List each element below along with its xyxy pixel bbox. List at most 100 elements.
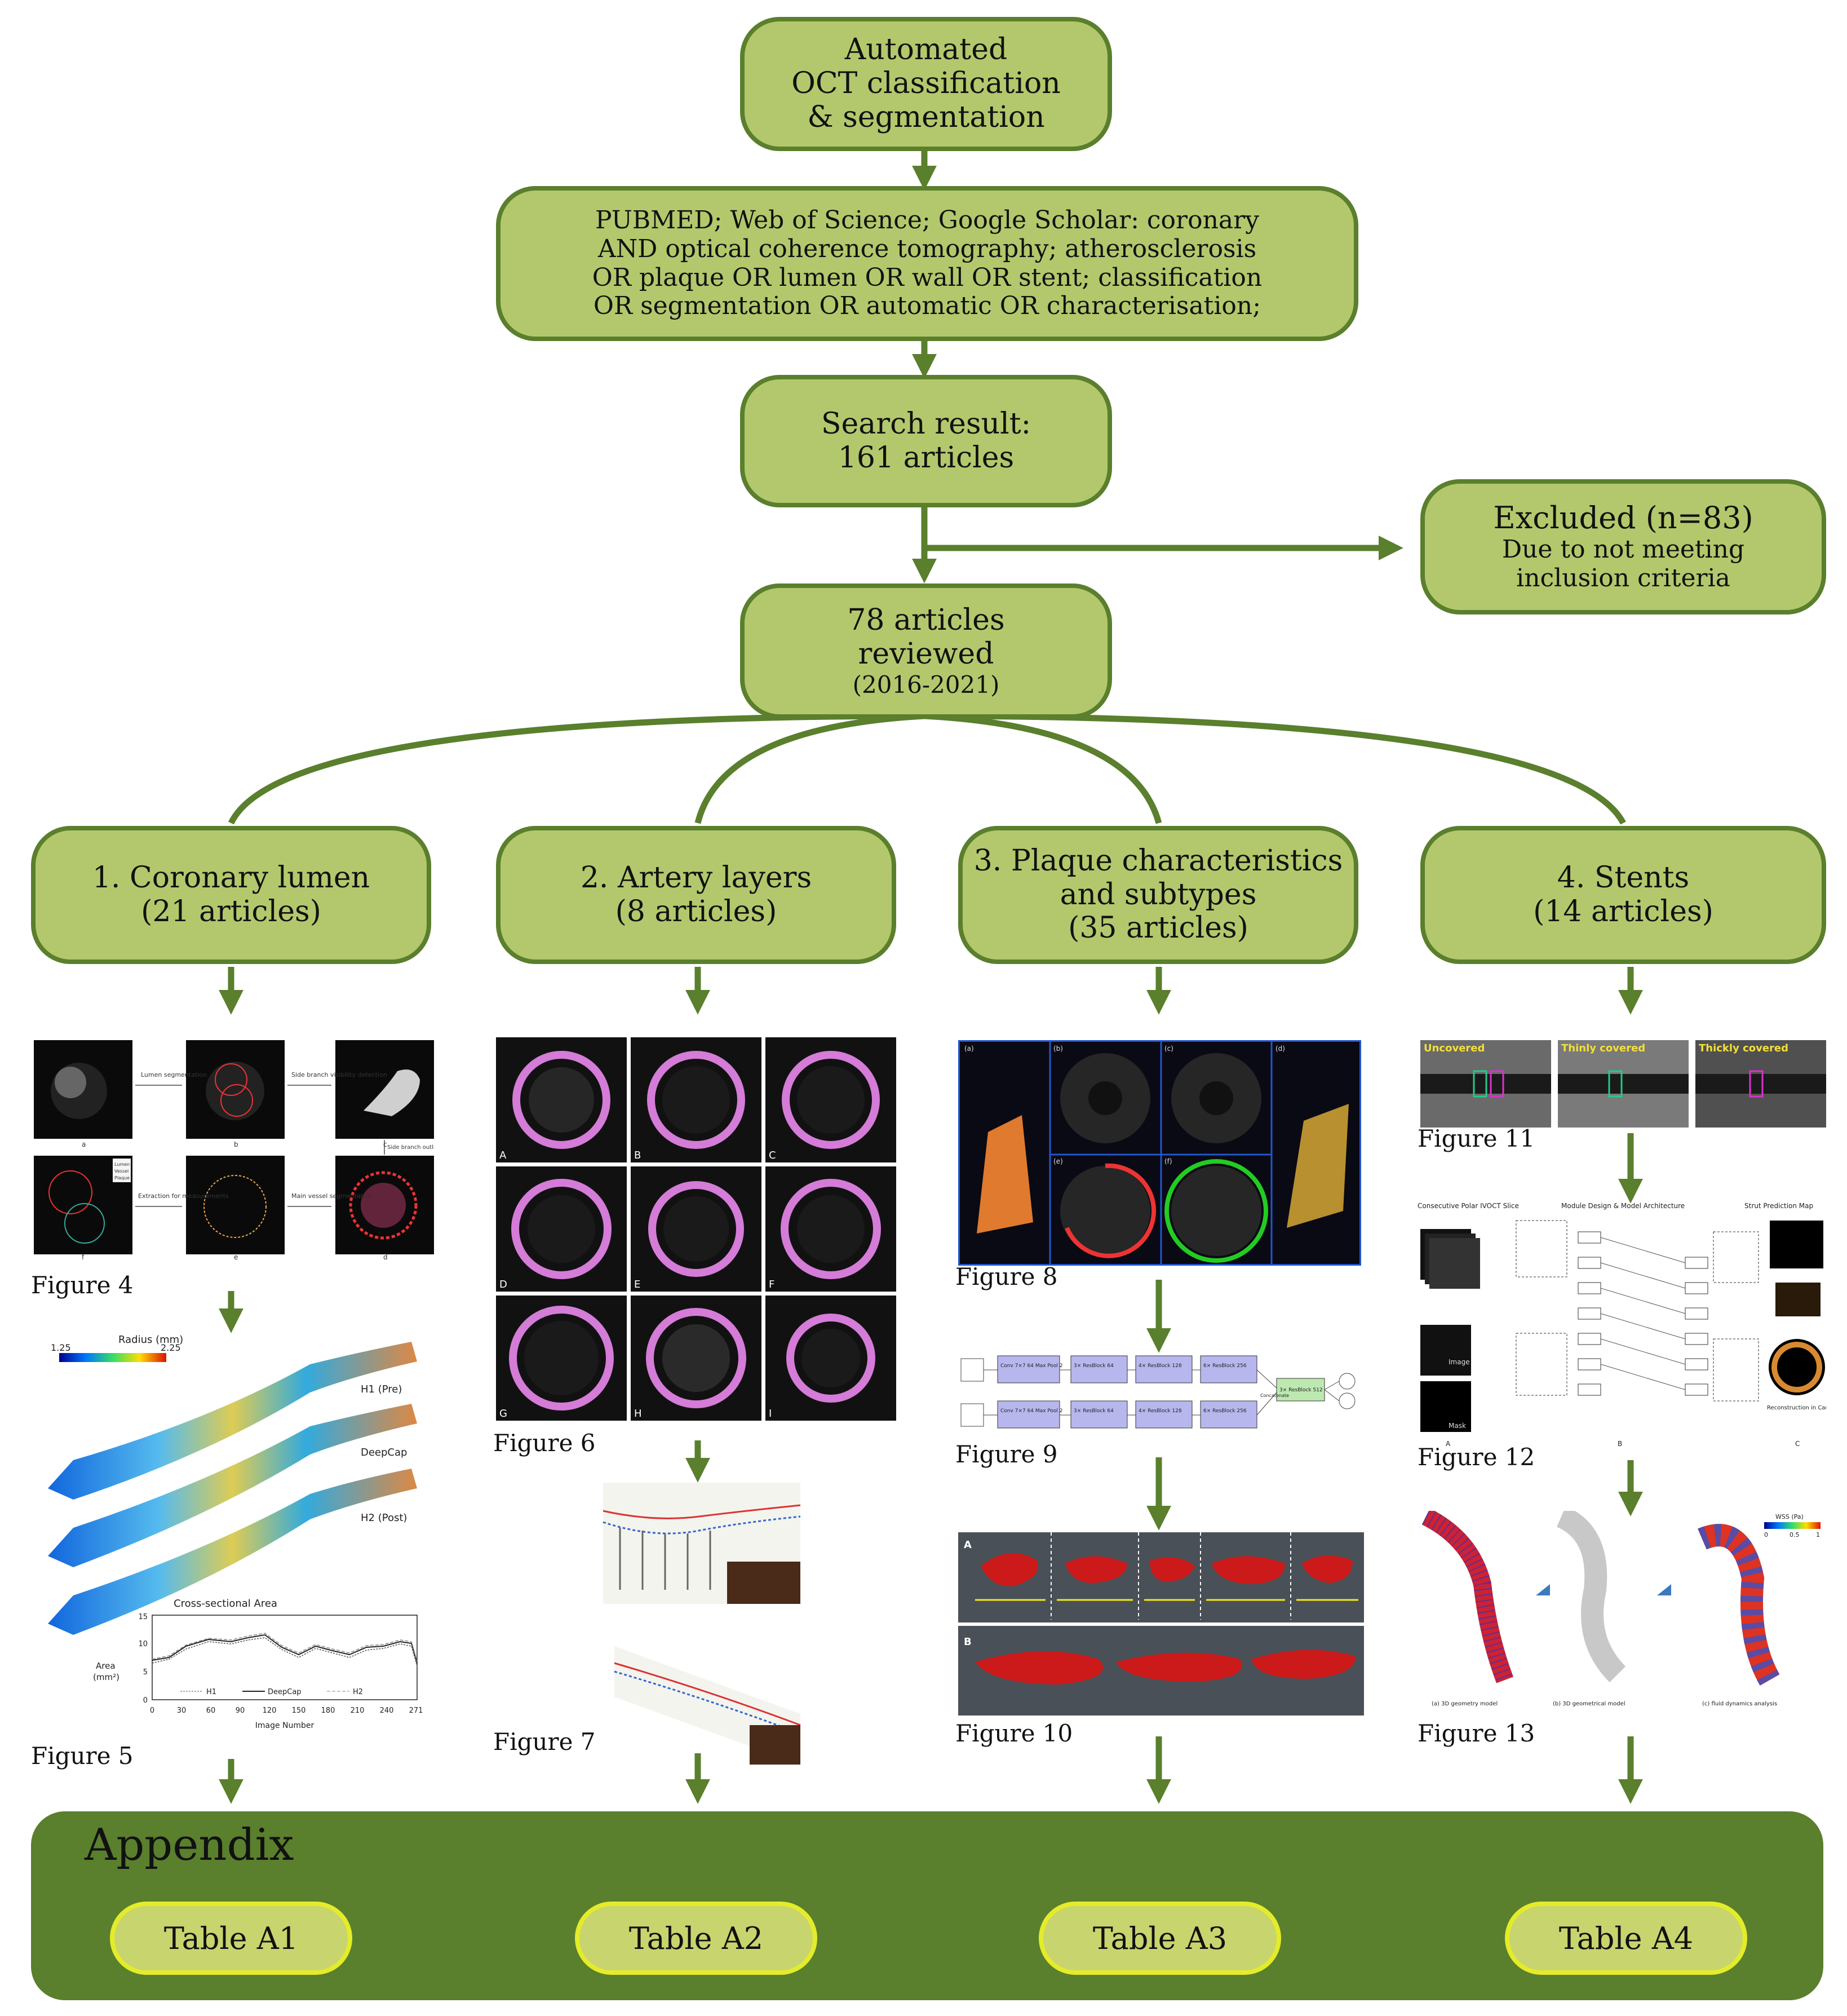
svg-text:Consecutive Polar IVOCT Slice: Consecutive Polar IVOCT Slice (1418, 1202, 1519, 1210)
svg-text:0: 0 (143, 1696, 148, 1705)
svg-text:DeepCap: DeepCap (268, 1688, 302, 1696)
svg-text:H: H (634, 1408, 642, 1420)
svg-text:1: 1 (1816, 1531, 1820, 1538)
svg-text:C: C (1795, 1440, 1800, 1448)
svg-text:(c): (c) (1164, 1045, 1173, 1053)
svg-text:2.25: 2.25 (161, 1342, 181, 1353)
svg-text:B: B (1618, 1440, 1622, 1448)
svg-text:6× ResBlock 256: 6× ResBlock 256 (1203, 1363, 1247, 1369)
svg-text:f: f (82, 1253, 85, 1260)
svg-text:240: 240 (380, 1706, 394, 1715)
fig5-plot-frame (152, 1615, 418, 1700)
svg-text:150: 150 (292, 1706, 306, 1715)
figure-11-caption: Figure 11 (1418, 1125, 1535, 1152)
fig11-label-uncovered: Uncovered (1424, 1042, 1485, 1054)
fig6-panel-i: I (765, 1296, 896, 1421)
category-artery-layers: 2. Artery layers (8 articles) (496, 826, 896, 964)
svg-text:F: F (769, 1279, 774, 1290)
svg-text:d: d (383, 1253, 388, 1260)
figure-13: WSS (Pa) 0 0.5 1 (a) 3D geometry model (… (1415, 1511, 1826, 1714)
figure-10-caption: Figure 10 (955, 1719, 1073, 1747)
figure-6: A B C D E F G H I (496, 1037, 896, 1421)
svg-text:4× ResBlock 128: 4× ResBlock 128 (1139, 1363, 1182, 1369)
svg-text:C: C (769, 1150, 776, 1161)
figure-4: Lumen segmentation Side branch visibilit… (31, 1037, 434, 1260)
svg-text:Strut Prediction Map: Strut Prediction Map (1744, 1202, 1813, 1210)
svg-text:30: 30 (177, 1706, 187, 1715)
svg-text:271: 271 (409, 1706, 423, 1715)
fig8-vessel-left (977, 1115, 1033, 1234)
svg-text:Lumen: Lumen (114, 1162, 130, 1167)
figure-12-caption: Figure 12 (1418, 1443, 1535, 1471)
figure-8-caption: Figure 8 (955, 1263, 1058, 1290)
svg-text:60: 60 (206, 1706, 216, 1715)
fig6-panel-f: F (765, 1166, 896, 1292)
top-box: Automated OCT classification & segmentat… (740, 17, 1112, 151)
figure-5: Radius (mm) 1.25 2.25 H1 (Pre) DeepCap H… (39, 1330, 434, 1736)
svg-text:6× ResBlock 256: 6× ResBlock 256 (1203, 1408, 1247, 1414)
figure-8-graphic: (a) (b) (c) (d) (e) (f) (964, 1042, 1349, 1264)
svg-text:H2: H2 (353, 1688, 363, 1696)
svg-text:3× ResBlock 64: 3× ResBlock 64 (1074, 1408, 1114, 1414)
figure-13-graphic: WSS (Pa) 0 0.5 1 (a) 3D geometry model (… (1421, 1511, 1821, 1707)
svg-text:(mm²): (mm²) (93, 1672, 119, 1682)
svg-text:(c) fluid dynamics analysis: (c) fluid dynamics analysis (1702, 1701, 1777, 1707)
figure-8: (a) (b) (c) (d) (e) (f) (958, 1040, 1361, 1266)
svg-text:I: I (769, 1408, 772, 1420)
fig11-label-thick: Thickly covered (1699, 1042, 1788, 1054)
fig6-panel-e: E (631, 1166, 761, 1292)
table-a3-pill[interactable]: Table A3 (1039, 1902, 1281, 1975)
figure-5-caption: Figure 5 (31, 1742, 134, 1770)
figure-5-graphic: Radius (mm) 1.25 2.25 H1 (Pre) DeepCap H… (48, 1334, 423, 1730)
figure-4-graphic: Lumen segmentation Side branch visibilit… (34, 1040, 434, 1260)
fig11-label-thin: Thinly covered (1561, 1042, 1645, 1054)
figure-12: Consecutive Polar IVOCT Slice Module Des… (1415, 1198, 1826, 1449)
svg-text:B: B (634, 1150, 641, 1161)
figure-11: Uncovered Thinly covered Thickly covered (1420, 1040, 1826, 1128)
table-a1-pill[interactable]: Table A1 (110, 1902, 352, 1975)
figure-4-caption: Figure 4 (31, 1271, 134, 1299)
fig5-colorbar-title: Radius (mm) (118, 1334, 183, 1346)
fig4-step-4: Main vessel segmentation (291, 1192, 373, 1200)
svg-text:Reconstruction in Cartesian: Reconstruction in Cartesian (1767, 1405, 1826, 1411)
svg-text:Image Number: Image Number (255, 1721, 315, 1730)
svg-text:15: 15 (138, 1613, 148, 1621)
appendix-title: Appendix (85, 1820, 294, 1871)
svg-text:Mask: Mask (1449, 1422, 1466, 1430)
search-box: PUBMED; Web of Science; Google Scholar: … (496, 186, 1358, 341)
svg-text:WSS (Pa): WSS (Pa) (1775, 1513, 1804, 1520)
svg-text:4× ResBlock 128: 4× ResBlock 128 (1139, 1408, 1182, 1414)
fig8-vessel-right (1287, 1104, 1349, 1228)
branch-curve-3 (924, 713, 1162, 824)
fig6-panel-c: C (765, 1037, 896, 1162)
fig5-series-h1 (152, 1637, 418, 1666)
table-a4-pill[interactable]: Table A4 (1505, 1902, 1747, 1975)
figure-7-graphic (603, 1483, 801, 1765)
svg-text:A: A (964, 1539, 972, 1551)
figure-11-graphic: Uncovered Thinly covered Thickly covered (1420, 1040, 1826, 1128)
svg-text:Plaque: Plaque (114, 1175, 130, 1181)
figure-9: Conv 7×7 64 Max Pool 2 3× ResBlock 64 4×… (958, 1353, 1364, 1440)
svg-text:c: c (383, 1140, 387, 1148)
search-result-box: Search result: 161 articles (740, 375, 1112, 507)
svg-text:Module Design & Model Architec: Module Design & Model Architecture (1561, 1202, 1685, 1210)
branch-curve-2 (694, 713, 925, 824)
svg-text:B: B (964, 1636, 972, 1648)
svg-text:5: 5 (143, 1668, 148, 1677)
svg-text:10: 10 (138, 1640, 148, 1648)
fig5-label-deepcap: DeepCap (361, 1447, 407, 1458)
fig5-series-h2 (152, 1633, 418, 1662)
svg-text:Image: Image (1449, 1358, 1470, 1366)
svg-text:e: e (234, 1253, 238, 1260)
svg-text:120: 120 (263, 1706, 277, 1715)
svg-text:0.5: 0.5 (1790, 1531, 1800, 1538)
svg-text:A: A (499, 1150, 507, 1161)
branch-curve-1 (228, 713, 925, 825)
svg-text:3× ResBlock 512: 3× ResBlock 512 (1279, 1387, 1323, 1393)
fig5-label-h2: H2 (Post) (361, 1512, 407, 1524)
table-a2-pill[interactable]: Table A2 (575, 1902, 817, 1975)
svg-text:1.25: 1.25 (51, 1342, 71, 1353)
svg-text:0: 0 (1764, 1531, 1768, 1538)
fig6-panel-b: B (631, 1037, 761, 1162)
